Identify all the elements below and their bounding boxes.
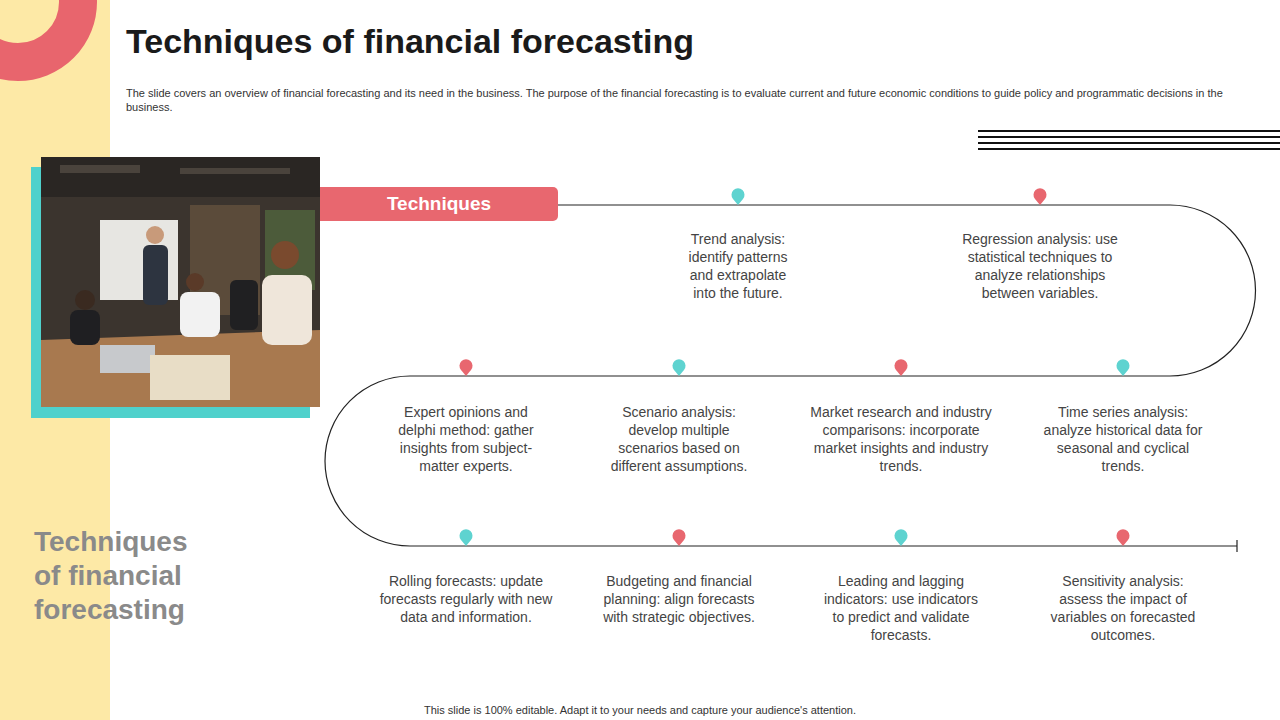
technique-text: Sensitivity analysis: assess the impact … xyxy=(1048,572,1198,644)
pin-marker xyxy=(732,188,745,205)
technique-text: Scenario analysis: develop multiple scen… xyxy=(598,403,760,475)
pin-marker xyxy=(894,359,907,376)
technique-text: Budgeting and financial planning: align … xyxy=(593,572,765,626)
subtitle-text: The slide covers an overview of financia… xyxy=(126,86,1256,114)
pin-marker xyxy=(460,529,473,546)
pin-marker xyxy=(673,529,686,546)
slide-title: Techniques of financial forecasting xyxy=(126,22,694,61)
technique-text: Leading and lagging indicators: use indi… xyxy=(820,572,982,644)
office-photo xyxy=(41,157,320,407)
corner-ring xyxy=(0,0,78,62)
technique-text: Trend analysis: identify patterns and ex… xyxy=(679,230,797,302)
timeline-pins xyxy=(460,188,1130,546)
pin-marker xyxy=(1033,188,1046,205)
technique-text: Regression analysis: use statistical tec… xyxy=(951,230,1129,302)
technique-text: Rolling forecasts: update forecasts regu… xyxy=(376,572,556,626)
pin-marker xyxy=(460,359,473,376)
technique-text: Time series analysis: analyze historical… xyxy=(1034,403,1212,475)
top-lines xyxy=(978,131,1280,149)
side-heading: Techniques of financial forecasting xyxy=(34,525,212,627)
header-pill: Techniques xyxy=(320,187,558,221)
pin-marker xyxy=(1116,359,1129,376)
pin-marker xyxy=(673,359,686,376)
pin-marker xyxy=(1116,529,1129,546)
footer-note: This slide is 100% editable. Adapt it to… xyxy=(290,703,990,717)
pill-text: Techniques xyxy=(387,193,491,215)
technique-text: Expert opinions and delphi method: gathe… xyxy=(390,403,542,475)
pin-marker xyxy=(894,529,907,546)
timeline-path xyxy=(325,205,1256,552)
technique-text: Market research and industry comparisons… xyxy=(801,403,1001,475)
